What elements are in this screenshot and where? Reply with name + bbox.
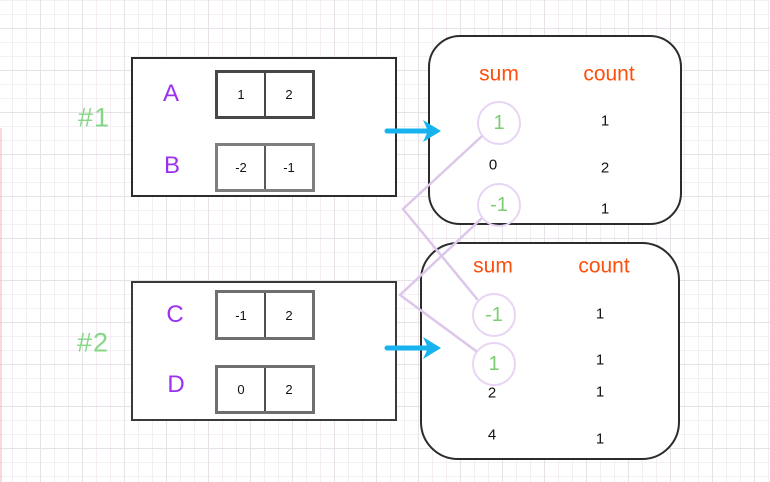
result-2-row-4-sum: 4	[487, 426, 497, 444]
result-box-2: sum count -1 1 1 1 2 1 4 1	[420, 242, 680, 460]
group-1-box: A 1 2 B -2 -1	[131, 57, 397, 197]
result-2-row-4-count: 1	[595, 430, 605, 448]
group-1-label: #1	[77, 102, 111, 133]
result-2-row-3-count: 1	[595, 383, 605, 401]
array-b-cell-0: -2	[218, 146, 266, 189]
array-d: 0 2	[215, 365, 315, 414]
result-2-row-1-sum: -1	[485, 303, 503, 326]
result-2-row-2-count: 1	[595, 351, 605, 369]
result-1-count-header: count	[583, 62, 635, 86]
result-1-row-2-sum: 0	[488, 156, 498, 174]
result-1-row-3-sum: -1	[490, 193, 508, 216]
result-box-1: sum count 1 1 0 2 -1 1	[428, 35, 682, 227]
result-2-sum-header: sum	[473, 254, 513, 278]
notebook-margin-line	[0, 128, 2, 482]
array-a-label: A	[162, 80, 180, 107]
result-1-sum-header: sum	[479, 62, 519, 86]
result-2-row-1-count: 1	[595, 305, 605, 323]
sum-highlight-circle: 1	[477, 101, 521, 145]
result-2-count-header: count	[578, 254, 630, 278]
group-2-label: #2	[76, 327, 110, 358]
array-b-label: B	[163, 152, 181, 179]
result-1-row-1-count: 1	[600, 112, 610, 130]
array-a-cell-1: 2	[285, 87, 293, 102]
group-2-box: C -1 2 D 0 2	[131, 281, 397, 421]
array-d-label: D	[167, 371, 185, 398]
array-b: -2 -1	[215, 143, 315, 192]
sum-highlight-circle: -1	[477, 183, 521, 227]
result-2-row-3-sum: 2	[487, 384, 497, 402]
array-c: -1 2	[215, 290, 315, 340]
array-d-cell-1: 2	[285, 382, 293, 397]
array-b-cell-1: -1	[283, 160, 295, 175]
result-2-row-2-sum: 1	[488, 352, 500, 375]
result-1-row-1-sum: 1	[493, 111, 505, 134]
array-a-cell-0: 1	[218, 73, 266, 116]
sum-highlight-circle: 1	[472, 342, 516, 386]
array-d-cell-0: 0	[218, 368, 266, 411]
result-1-row-3-count: 1	[600, 200, 610, 218]
array-c-cell-1: 2	[285, 307, 293, 323]
result-1-row-2-count: 2	[600, 159, 610, 177]
array-c-cell-0: -1	[218, 293, 266, 337]
array-a: 1 2	[215, 70, 315, 119]
array-c-label: C	[166, 301, 184, 328]
sum-highlight-circle: -1	[472, 293, 516, 337]
